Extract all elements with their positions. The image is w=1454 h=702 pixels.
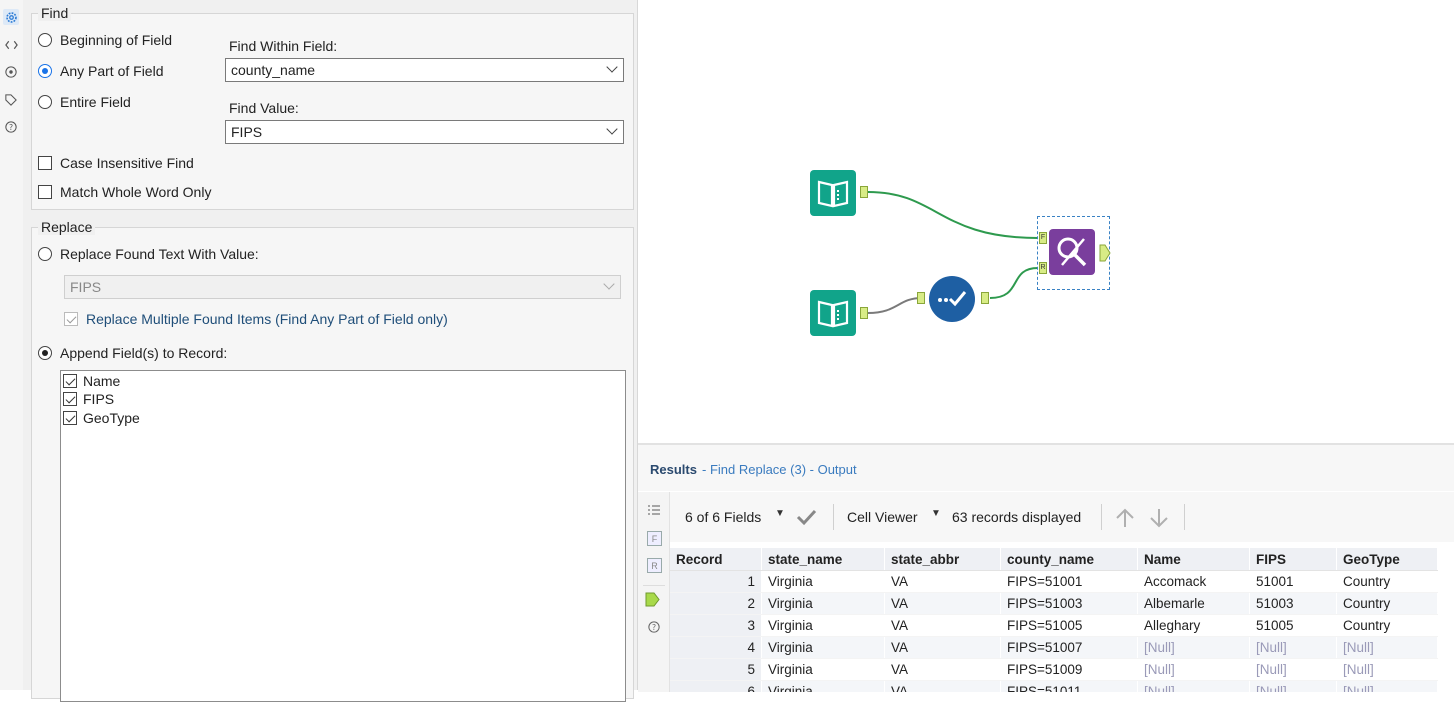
column-header[interactable]: FIPS <box>1249 548 1337 571</box>
append-fields-list: Name FIPS GeoType <box>60 370 626 702</box>
tag-icon[interactable] <box>3 92 19 108</box>
book-icon <box>817 300 849 328</box>
results-window: Results - Find Replace (3) - Output F R … <box>638 443 1454 692</box>
book-icon <box>817 180 849 208</box>
svg-text:?: ? <box>651 623 655 632</box>
r-anchor-icon[interactable]: R <box>1039 262 1047 274</box>
arrow-down-icon[interactable] <box>1148 507 1170 529</box>
input-anchor-icon[interactable] <box>917 292 925 304</box>
chevron-down-icon <box>606 61 618 73</box>
replace-legend: Replace <box>38 219 96 235</box>
records-displayed: 63 records displayed <box>952 509 1082 525</box>
column-header[interactable]: state_abbr <box>884 548 1001 571</box>
find-within-label: Find Within Field: <box>229 38 338 54</box>
column-header[interactable]: county_name <box>1000 548 1138 571</box>
fields-selector[interactable]: 6 of 6 Fields <box>685 509 762 525</box>
arrow-up-icon[interactable] <box>1114 507 1136 529</box>
chevron-down-icon[interactable]: ▼ <box>931 508 941 519</box>
check-mark-icon[interactable] <box>795 508 817 526</box>
output-anchor-icon[interactable] <box>860 186 868 198</box>
radio-replace-found-text[interactable]: Replace Found Text With Value: <box>38 246 259 262</box>
radio-entire-field[interactable]: Entire Field <box>38 94 131 110</box>
results-subtitle: - Find Replace (3) - Output <box>702 462 857 477</box>
results-toolbar: 6 of 6 Fields ▼ Cell Viewer ▼ 63 records… <box>670 492 1454 542</box>
radio-beginning-of-field[interactable]: Beginning of Field <box>38 32 172 48</box>
find-legend: Find <box>38 5 72 21</box>
find-replace-tool[interactable] <box>1049 229 1095 275</box>
check-mark-icon <box>938 291 967 307</box>
radio-append-fields[interactable]: Append Field(s) to Record: <box>38 345 227 361</box>
input-data-tool-2[interactable] <box>810 290 856 336</box>
find-replace-icon <box>1057 237 1087 267</box>
results-table: Record state_name state_abbr county_name… <box>670 548 1438 692</box>
code-icon[interactable] <box>3 37 19 53</box>
select-tool[interactable] <box>929 276 975 322</box>
replace-multiple-checkbox[interactable]: Replace Multiple Found Items (Find Any P… <box>64 311 448 327</box>
help-icon[interactable]: ? <box>3 119 19 135</box>
column-header[interactable]: Name <box>1137 548 1250 571</box>
results-side-toolbar: F R ? <box>638 492 670 692</box>
list-icon[interactable] <box>647 504 660 517</box>
radio-any-part-of-field[interactable]: Any Part of Field <box>38 63 164 79</box>
connections <box>867 191 1039 314</box>
column-header[interactable]: GeoType <box>1336 548 1438 571</box>
find-value-label: Find Value: <box>229 100 299 116</box>
help-icon[interactable]: ? <box>647 620 660 633</box>
chevron-down-icon[interactable]: ▼ <box>775 508 785 519</box>
append-field-fips[interactable]: FIPS <box>63 391 114 407</box>
output-anchor-icon[interactable] <box>645 592 660 607</box>
svg-text:?: ? <box>9 123 13 132</box>
output-anchor-icon[interactable] <box>860 307 868 319</box>
f-anchor-icon[interactable]: F <box>647 531 662 546</box>
case-insensitive-checkbox[interactable]: Case Insensitive Find <box>38 155 194 171</box>
chevron-down-icon <box>603 278 615 290</box>
output-anchor-icon[interactable] <box>1099 244 1111 262</box>
output-anchor-icon[interactable] <box>981 292 989 304</box>
gear-icon[interactable] <box>3 9 19 25</box>
append-field-geotype[interactable]: GeoType <box>63 410 140 426</box>
find-group <box>31 13 634 210</box>
append-field-name[interactable]: Name <box>63 373 120 389</box>
left-icon-strip: ? <box>0 0 24 690</box>
rename-icon[interactable] <box>3 64 19 80</box>
configuration-panel: Find Beginning of Field Any Part of Fiel… <box>23 0 638 702</box>
table-header-row: Record state_name state_abbr county_name… <box>670 548 1438 571</box>
results-title: Results <box>650 462 697 477</box>
cell-viewer-button[interactable]: Cell Viewer <box>847 509 918 525</box>
workflow-canvas[interactable]: F R <box>638 0 1454 443</box>
find-within-field-dropdown[interactable]: county_name <box>225 58 624 82</box>
match-whole-word-checkbox[interactable]: Match Whole Word Only <box>38 184 211 200</box>
results-grid[interactable]: Record state_name state_abbr county_name… <box>670 548 1454 692</box>
results-header: Results - Find Replace (3) - Output <box>638 445 1454 491</box>
input-data-tool-1[interactable] <box>810 170 856 216</box>
chevron-down-icon <box>606 123 618 135</box>
column-header[interactable]: state_name <box>761 548 885 571</box>
f-anchor-icon[interactable]: F <box>1039 232 1047 244</box>
find-value-dropdown[interactable]: FIPS <box>225 120 624 144</box>
replace-value-dropdown[interactable]: FIPS <box>64 275 621 299</box>
column-header[interactable]: Record <box>670 548 762 571</box>
r-anchor-icon[interactable]: R <box>647 558 662 573</box>
